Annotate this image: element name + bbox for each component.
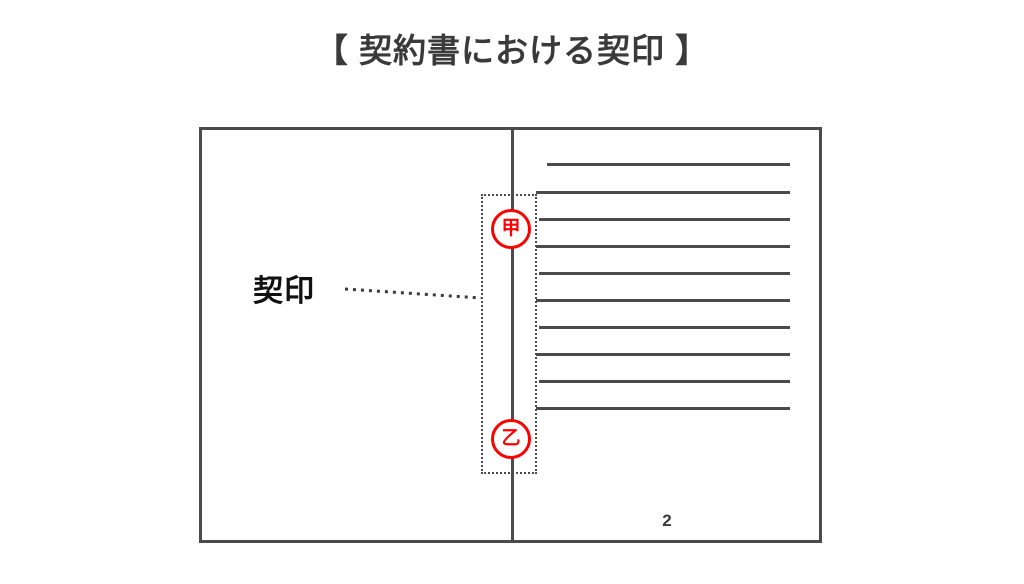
ruled-line: [536, 299, 790, 302]
ruled-line: [536, 353, 790, 356]
ruled-line: [539, 380, 790, 383]
seal-stamp-otsu: 乙: [491, 419, 531, 459]
page-number: 2: [662, 511, 672, 530]
page-title: 【 契約書における契印 】: [314, 32, 710, 69]
ruled-line: [539, 218, 790, 221]
ruled-line: [536, 191, 790, 194]
ruled-line: [539, 272, 790, 275]
center-fold-line: [511, 127, 514, 543]
seal-stamp-ko: 甲: [491, 209, 531, 249]
keiin-annotation-label: 契印: [253, 275, 315, 308]
ruled-line: [539, 326, 790, 329]
ruled-line: [547, 163, 790, 166]
ruled-line: [536, 407, 790, 410]
ruled-line: [536, 245, 790, 248]
keiin-seal-region: [481, 194, 537, 474]
